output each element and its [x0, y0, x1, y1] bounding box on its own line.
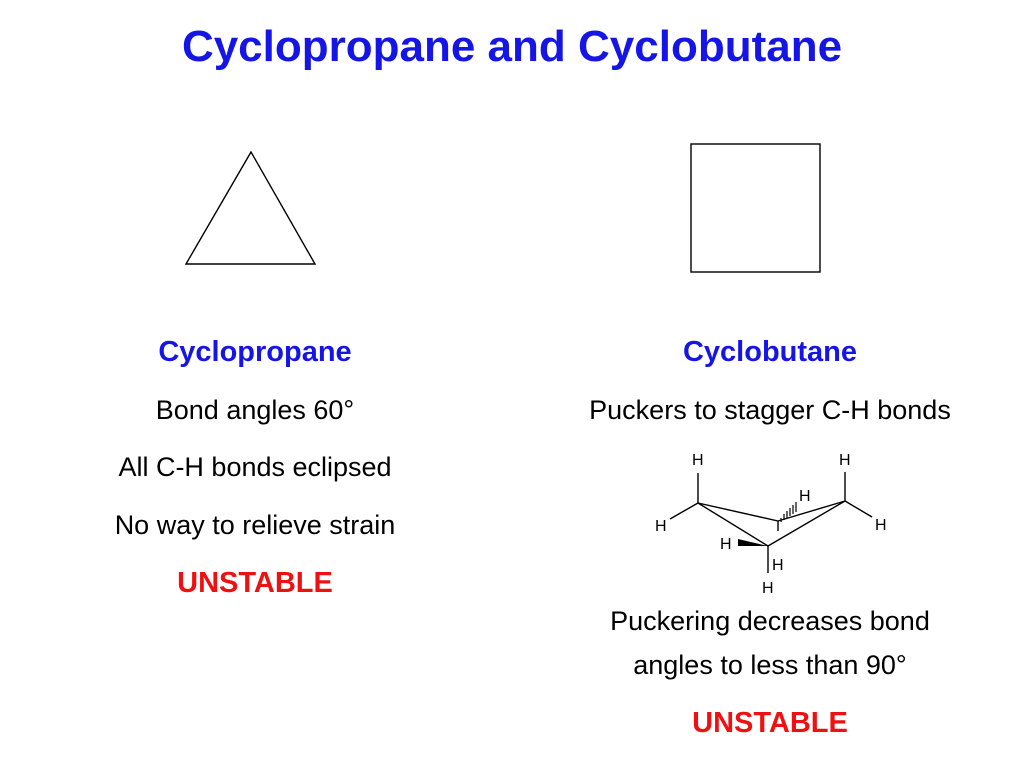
cyclobutane-square — [690, 143, 821, 273]
h-label-mid-back: H — [799, 488, 811, 505]
hashed-bond — [780, 502, 797, 522]
h-label-front-inner: H — [772, 557, 784, 574]
cyclopropane-fact-1: Bond angles 60° — [155, 395, 355, 425]
h-label-left: H — [655, 518, 667, 535]
h-label-top-right: H — [839, 452, 851, 469]
cyclobutane-note-line-1: Puckering decreases bond — [610, 606, 930, 636]
cyclobutane-subtitle: Puckers to stagger C-H bonds — [589, 395, 951, 425]
cyclopropane-status: UNSTABLE — [177, 567, 333, 599]
cyclopropane-triangle — [184, 150, 317, 265]
cyclobutane-heading: Cyclobutane — [682, 336, 858, 368]
h-label-top-left: H — [692, 452, 704, 469]
cyclopropane-heading: Cyclopropane — [158, 336, 352, 368]
wedge-bond — [738, 539, 768, 546]
h-label-bottom: H — [762, 580, 774, 597]
cyclobutane-status: UNSTABLE — [692, 707, 848, 739]
slide-title: Cyclopropane and Cyclobutane — [181, 22, 843, 71]
cyclobutane-note-line-2: angles to less than 90° — [633, 650, 907, 680]
cyclopropane-fact-2: All C-H bonds eclipsed — [118, 452, 392, 482]
cyclopropane-fact-3: No way to relieve strain — [114, 510, 396, 540]
h-label-front-left: H — [720, 536, 732, 553]
puckered-cyclobutane-diagram: H H H H H H H H — [655, 452, 887, 597]
h-label-right: H — [875, 517, 887, 534]
